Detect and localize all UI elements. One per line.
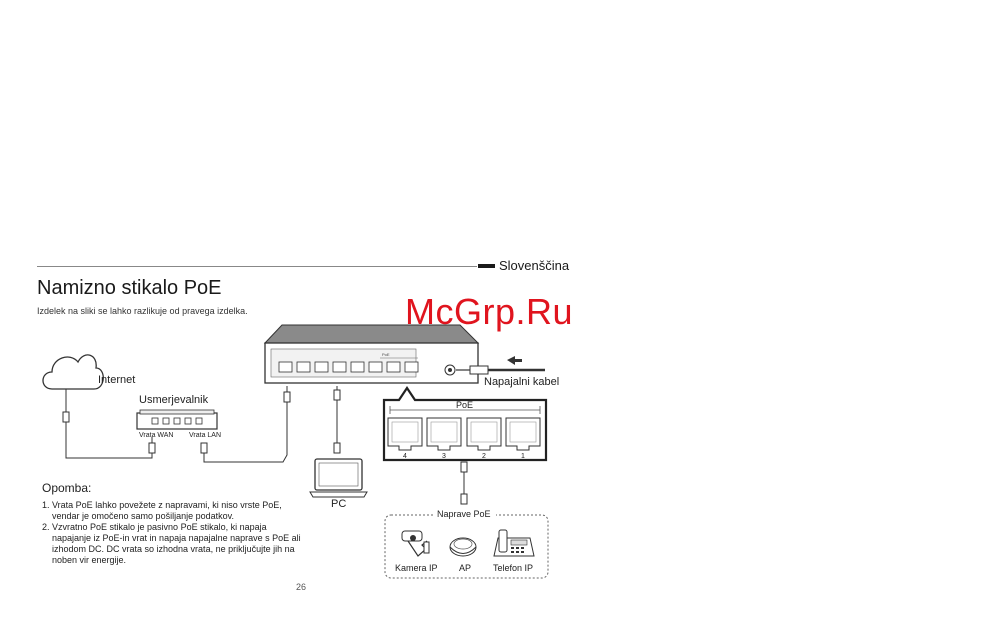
language-marker (478, 264, 495, 268)
poe-switch: PoE (263, 324, 480, 384)
page-subtitle: Izdelek na sliki se lahko razlikuje od p… (37, 306, 248, 316)
cloud-icon (42, 354, 104, 390)
ip-camera-label: Kamera IP (395, 563, 438, 573)
lan-port-label: Vrata LAN (189, 432, 222, 439)
ip-phone-icon (493, 529, 535, 557)
note-number: 2. (42, 522, 50, 532)
laptop-icon (309, 458, 368, 498)
note-text: Vzvratno PoE stikalo je pasivno PoE stik… (52, 522, 301, 565)
access-point-icon (449, 537, 477, 557)
notes-title: Opomba: (42, 481, 92, 495)
port-number-4: 4 (403, 453, 407, 460)
pc-label: PC (331, 498, 347, 510)
page-title: Namizno stikalo PoE (37, 277, 222, 299)
ap-label: AP (459, 563, 472, 573)
arrow-left-icon (507, 356, 522, 365)
ip-phone-label: Telefon IP (493, 563, 534, 573)
note-text: Vrata PoE lahko povežete z napravami, ki… (52, 500, 282, 521)
notes-list: 1. Vrata PoE lahko povežete z napravami,… (42, 500, 304, 566)
switch-poe-label: PoE (382, 352, 390, 357)
language-label: Slovenščina (499, 258, 570, 273)
note-number: 1. (42, 500, 50, 510)
port-number-2: 2 (482, 453, 486, 460)
poe-devices-title: Naprave PoE (437, 509, 491, 519)
port-number-3: 3 (442, 453, 446, 460)
router-device (136, 409, 218, 430)
header-rule (37, 266, 477, 267)
zoom-poe-label: PoE (456, 400, 473, 410)
note-item: 1. Vrata PoE lahko povežete z napravami,… (42, 500, 304, 522)
watermark: McGrp.Ru (405, 291, 574, 332)
note-item: 2. Vzvratno PoE stikalo je pasivno PoE s… (42, 522, 304, 566)
poe-ports-zoom: PoE 4 3 2 1 (382, 386, 548, 462)
router-label: Usmerjevalnik (139, 394, 209, 406)
power-cable-label: Napajalni kabel (484, 376, 560, 388)
wan-port-label: Vrata WAN (139, 432, 174, 439)
port-number-1: 1 (521, 453, 525, 460)
internet-label: Internet (98, 374, 136, 386)
ip-camera-icon (401, 530, 430, 557)
page-number: 26 (296, 582, 307, 592)
